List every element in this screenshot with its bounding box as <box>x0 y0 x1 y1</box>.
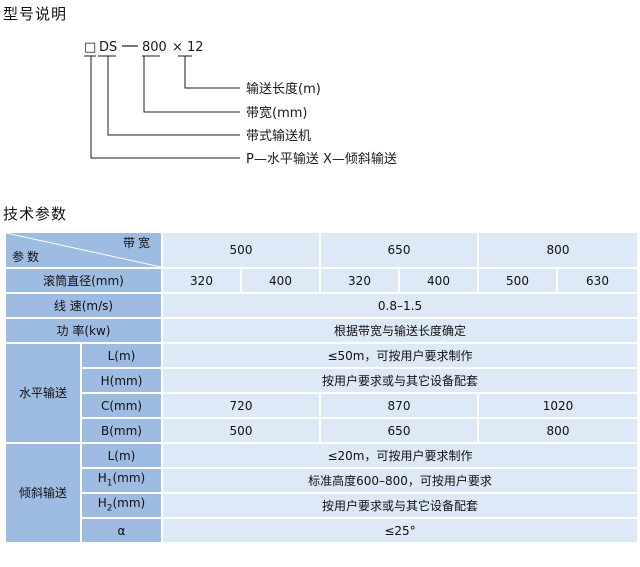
drum-value: 320 <box>161 267 242 294</box>
horizontal-l-value: ≤50m，可按用户要求制作 <box>161 342 639 369</box>
speed-label: 线 速(m/s) <box>4 292 163 319</box>
horizontal-b-label: B(mm) <box>80 417 163 444</box>
horizontal-c-label: C(mm) <box>80 392 163 419</box>
incline-group-label: 倾斜输送 <box>4 442 82 544</box>
c-value-800: 1020 <box>477 392 639 419</box>
table-header-row: 带宽 参数 500 650 800 <box>4 231 639 269</box>
incline-angle-value: ≤25° <box>161 517 639 544</box>
horizontal-l-row: 水平输送 L(m) ≤50m，可按用户要求制作 <box>4 342 639 444</box>
speed-value: 0.8–1.5 <box>161 292 639 319</box>
model-code-box: □ <box>84 40 96 55</box>
model-code-brackets <box>84 55 240 159</box>
incline-h1-value: 标准高度600–800，可按用户要求 <box>161 467 639 494</box>
incline-angle-label: α <box>80 517 163 544</box>
incline-l-label: L(m) <box>80 442 163 469</box>
power-label: 功 率(kw) <box>4 317 163 344</box>
incline-h2-label: H2(mm) <box>80 492 163 519</box>
incline-l-row: 倾斜输送 L(m) ≤20m，可按用户要求制作 <box>4 442 639 544</box>
drum-diameter-row: 滚筒直径(mm) 320 400 320 400 500 630 <box>4 267 639 294</box>
corner-diagonal <box>6 233 161 267</box>
model-code-ds: DS <box>99 40 117 55</box>
belt-width-800: 800 <box>477 231 639 269</box>
b-value-800: 800 <box>477 417 639 444</box>
corner-label-width: 带宽 <box>122 236 153 250</box>
model-label-mode: P—水平输送 X—倾斜输送 <box>246 151 397 167</box>
horizontal-h-row: H(mm) 按用户要求或与其它设备配套 <box>5 367 639 394</box>
drum-value: 400 <box>398 267 479 294</box>
incline-h1-row: H1(mm) 标准高度600–800，可按用户要求 <box>5 467 639 494</box>
c-value-650: 870 <box>319 392 479 419</box>
model-label-length: 输送长度(m) <box>246 81 321 97</box>
drum-diameter-label: 滚筒直径(mm) <box>4 267 163 294</box>
drum-value: 630 <box>556 267 639 294</box>
model-code-x: × <box>172 40 183 55</box>
drum-value: 400 <box>240 267 321 294</box>
incline-h1-label: H1(mm) <box>80 467 163 494</box>
incline-l-value: ≤20m，可按用户要求制作 <box>161 442 639 469</box>
c-value-500: 720 <box>161 392 321 419</box>
horizontal-l-label: L(m) <box>80 342 163 369</box>
horizontal-b-row: B(mm) 500 650 800 <box>5 417 639 444</box>
tech-params-table: 带宽 参数 500 650 800 滚筒直径(mm) 320 400 320 4… <box>4 231 639 544</box>
belt-width-500: 500 <box>161 231 321 269</box>
incline-h2-value: 按用户要求或与其它设备配套 <box>161 492 639 519</box>
belt-width-650: 650 <box>319 231 479 269</box>
b-value-500: 500 <box>161 417 321 444</box>
power-row: 功 率(kw) 根据带宽与输送长度确定 <box>4 317 639 344</box>
model-code-diagram: □ DS 800 × 12 输送长度(m) 带宽(mm) 带式输送机 P—水平输… <box>84 40 397 167</box>
speed-row: 线 速(m/s) 0.8–1.5 <box>4 292 639 319</box>
horizontal-h-label: H(mm) <box>80 367 163 394</box>
drum-value: 500 <box>477 267 558 294</box>
model-label-width: 带宽(mm) <box>246 105 307 121</box>
b-value-650: 650 <box>319 417 479 444</box>
model-code-width: 800 <box>142 40 167 55</box>
table-corner-cell: 带宽 参数 <box>4 231 163 269</box>
horizontal-h-value: 按用户要求或与其它设备配套 <box>161 367 639 394</box>
drum-value: 320 <box>319 267 400 294</box>
incline-angle-row: α ≤25° <box>5 517 639 544</box>
model-section-title: 型号说明 <box>3 5 68 23</box>
model-code-length: 12 <box>187 40 204 55</box>
incline-h2-row: H2(mm) 按用户要求或与其它设备配套 <box>5 492 639 519</box>
model-label-type: 带式输送机 <box>246 128 311 144</box>
tech-section-title: 技术参数 <box>3 205 68 223</box>
horizontal-c-row: C(mm) 720 870 1020 <box>5 392 639 419</box>
horizontal-group-label: 水平输送 <box>4 342 82 444</box>
power-value: 根据带宽与输送长度确定 <box>161 317 639 344</box>
corner-label-params: 参数 <box>12 250 43 264</box>
